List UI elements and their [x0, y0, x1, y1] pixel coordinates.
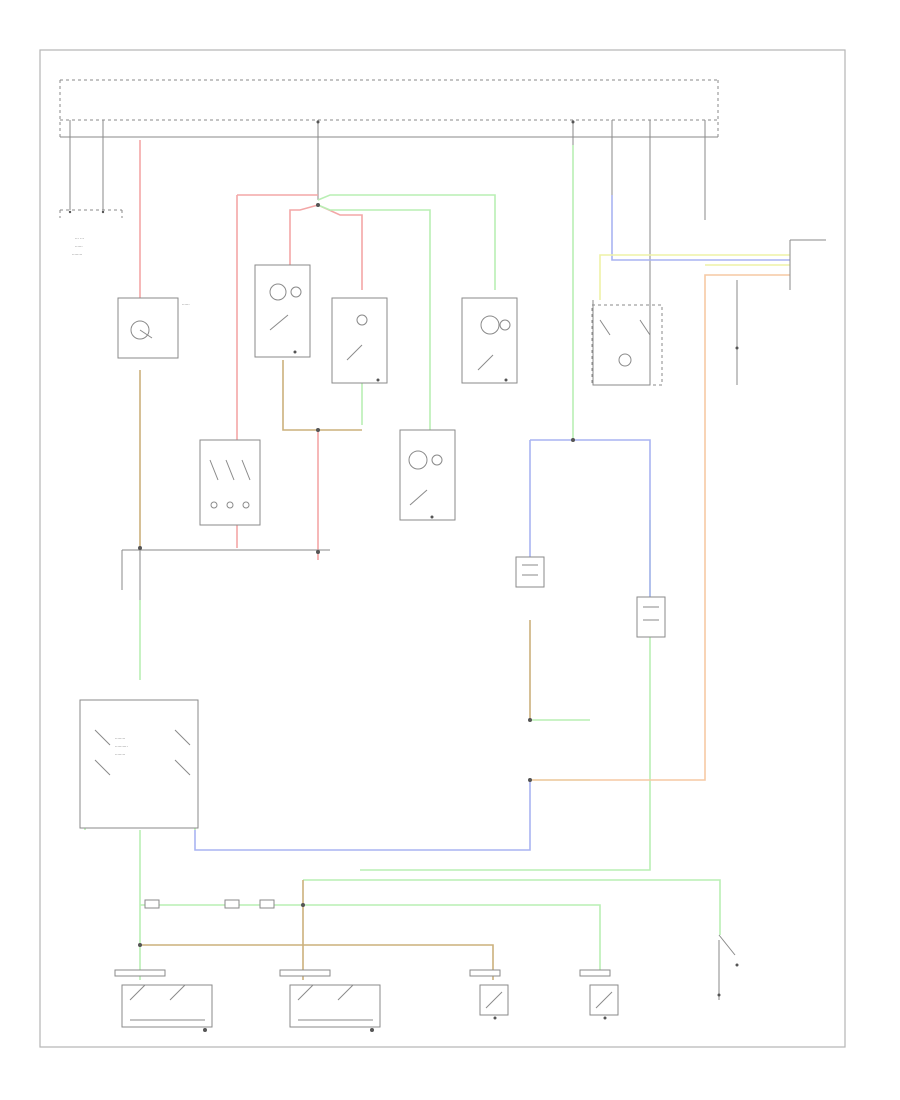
spotlight [461, 297, 518, 384]
door-lock-switch-right [121, 984, 213, 1032]
right-courtesy-light [636, 596, 666, 638]
right-door-switch [479, 984, 509, 1020]
fuse-drops [69, 120, 706, 300]
svg-text:········: ········ [115, 736, 125, 741]
svg-text:········: ········ [72, 252, 82, 257]
left-courtesy-light [515, 556, 545, 588]
tan-wires [139, 360, 531, 980]
svg-text:··········: ·········· [115, 744, 128, 749]
license-lamp [331, 297, 388, 384]
underhood-fuse-relay-box: ··· ··· ······ ········ [59, 209, 123, 257]
svg-text:······: ······ [182, 302, 190, 307]
keyless-module [591, 304, 663, 386]
ignition-switch-light [717, 934, 739, 997]
yellow-wires [599, 254, 790, 300]
diagram-frame [39, 49, 846, 1048]
left-door-lamp [399, 429, 456, 521]
fuse-box-enclosure [59, 79, 719, 138]
svg-text:··· ···: ··· ··· [75, 236, 84, 241]
svg-text:······: ······ [75, 244, 83, 249]
passenger-switch [199, 439, 261, 526]
harness-connectors [114, 899, 611, 977]
rear-seat-lamp [254, 264, 311, 358]
trunk-switch [589, 984, 619, 1020]
junction-nodes [138, 203, 575, 947]
svg-text:········: ········ [115, 752, 125, 757]
orange-wires [530, 274, 790, 781]
green-wires [84, 145, 721, 980]
right-connector [735, 239, 826, 350]
door-lock-switch-left: ········ ·········· ········ [79, 699, 199, 829]
blue-wires [194, 195, 790, 851]
left-door-switch [289, 984, 381, 1032]
combination-meter: ······ [117, 297, 190, 359]
black-wires [121, 200, 738, 1000]
